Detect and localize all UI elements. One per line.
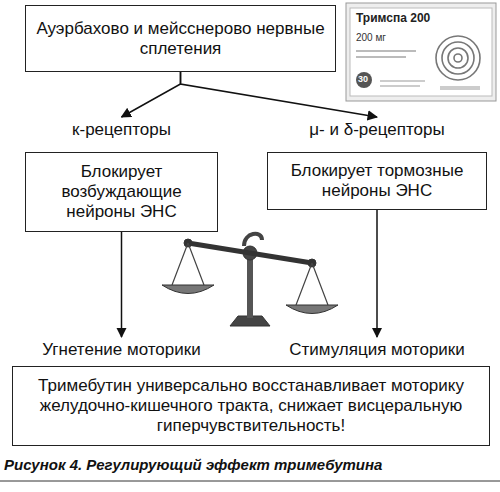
pack-text: 200 мг — [356, 32, 386, 43]
conclusion-box: Тримебутин универсально восстанавливает … — [12, 366, 490, 446]
flow-arrow — [181, 72, 378, 117]
node-text: Тримебутин универсально восстанавливает … — [21, 376, 481, 436]
outcome-label: Угнетение моторики — [20, 338, 223, 362]
flow-arrow — [376, 210, 378, 337]
process-box: Блокирует тормозные нейроны ЭНС — [267, 152, 487, 210]
node-text: к-рецепторы — [72, 120, 171, 140]
node-text: Угнетение моторики — [42, 340, 200, 360]
receptor-label: к-рецепторы — [42, 118, 202, 142]
pack-text: Тримспа 200 — [356, 11, 430, 25]
node-text: Блокирует возбуждающие нейроны ЭНС — [34, 162, 209, 222]
process-box: Ауэрбахово и мейсснерово нервные сплетен… — [25, 5, 336, 72]
receptor-label: μ- и δ-рецепторы — [290, 118, 465, 142]
node-text: μ- и δ-рецепторы — [309, 120, 444, 140]
product-pack — [346, 3, 496, 101]
outcome-label: Стимуляция моторики — [267, 338, 487, 362]
node-text: Стимуляция моторики — [289, 340, 465, 360]
node-text: Блокирует тормозные нейроны ЭНС — [276, 161, 478, 201]
flow-arrow — [122, 72, 181, 117]
balance-scales — [162, 234, 338, 326]
figure-caption: Рисунок 4. Регулирующий эффект тримебути… — [4, 456, 382, 473]
flow-arrow — [121, 232, 123, 337]
pack-text: 30 — [358, 74, 368, 84]
node-text: Ауэрбахово и мейсснерово нервные сплетен… — [34, 19, 327, 59]
caption-rule — [0, 481, 500, 482]
process-box: Блокирует возбуждающие нейроны ЭНС — [25, 152, 218, 232]
